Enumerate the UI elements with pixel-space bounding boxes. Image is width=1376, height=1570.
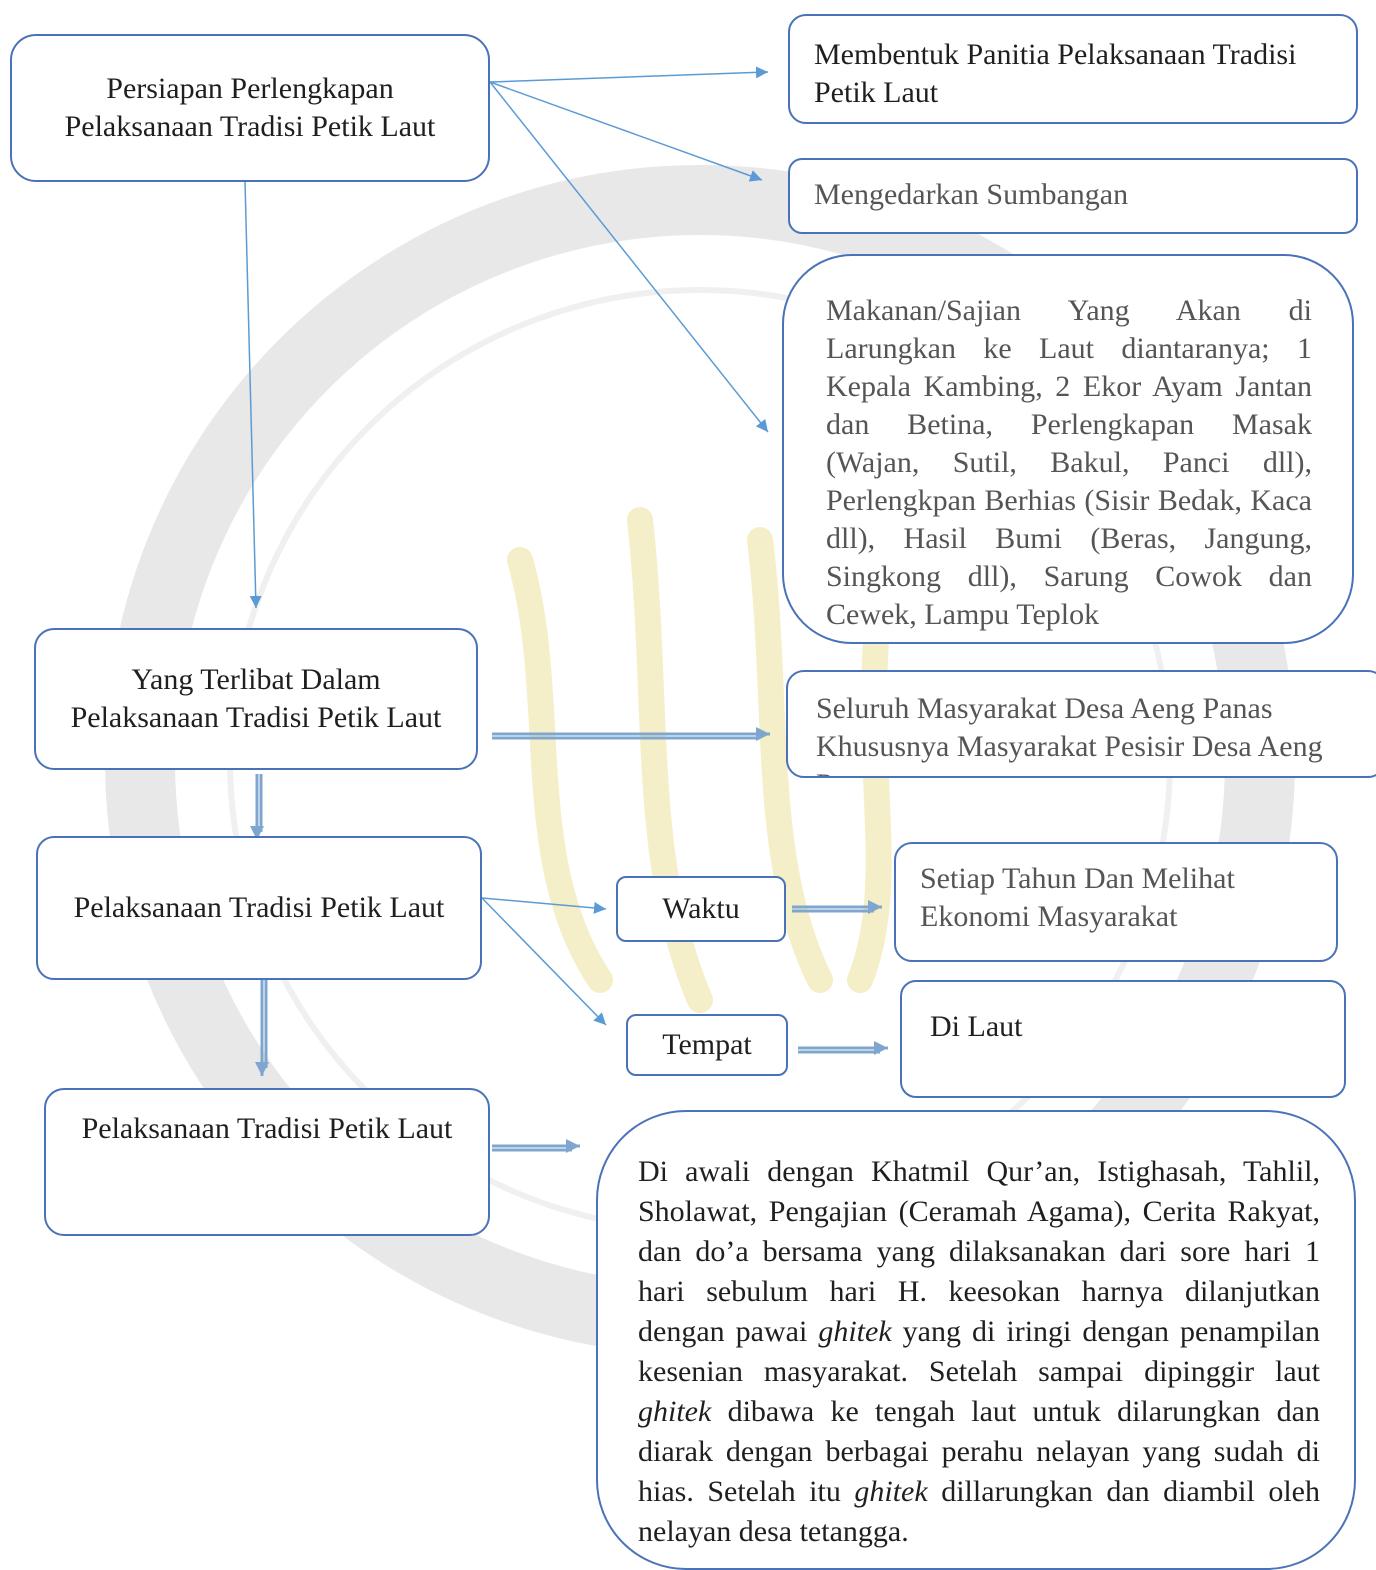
node-rangkaian-ghitek-3: ghitek bbox=[854, 1475, 928, 1508]
node-waktu-text: Waktu bbox=[662, 892, 740, 925]
node-waktu-detail: Setiap Tahun Dan Melihat Ekonomi Masyara… bbox=[894, 842, 1338, 962]
node-rangkaian-part-4: dillarungkan dan diambil oleh nelayan de… bbox=[638, 1475, 1320, 1548]
node-rangkaian-ghitek-1: ghitek bbox=[818, 1315, 892, 1348]
node-rangkaian-part-2: yang di iringi dengan penampilan kesenia… bbox=[638, 1315, 1321, 1388]
node-masyarakat: Seluruh Masyarakat Desa Aeng Panas Khusu… bbox=[786, 670, 1376, 778]
node-tempat: Tempat bbox=[626, 1014, 788, 1076]
node-pelaksanaan-2: Pelaksanaan Tradisi Petik Laut bbox=[44, 1088, 490, 1236]
node-rangkaian-part-1: Di awali dengan Khatmil Qur’an, Istighas… bbox=[638, 1155, 1320, 1348]
node-terlibat: Yang Terlibat Dalam Pelaksanaan Tradisi … bbox=[34, 628, 478, 770]
node-rangkaian-part-3: dibawa ke tengah laut untuk dilarungkan … bbox=[638, 1395, 1320, 1508]
arrow-persiapan-panitia bbox=[489, 66, 769, 83]
node-sumbangan: Mengedarkan Sumbangan bbox=[788, 158, 1358, 234]
node-persiapan: Persiapan Perlengkapan Pelaksanaan Tradi… bbox=[10, 34, 490, 182]
node-tempat-detail-text: Di Laut bbox=[930, 1010, 1023, 1043]
node-pelaksanaan-1: Pelaksanaan Tradisi Petik Laut bbox=[36, 836, 482, 980]
node-makanan-text: Makanan/Sajian Yang Akan di Larungkan ke… bbox=[826, 294, 1312, 631]
arrow-persiapan-terlibat bbox=[244, 181, 262, 609]
node-tempat-text: Tempat bbox=[662, 1028, 752, 1061]
arrow-pelaksanaan-tempat bbox=[481, 897, 607, 1026]
node-terlibat-text: Yang Terlibat Dalam Pelaksanaan Tradisi … bbox=[70, 663, 442, 734]
node-pelaksanaan-2-text: Pelaksanaan Tradisi Petik Laut bbox=[81, 1112, 453, 1145]
arrow-persiapan-makanan bbox=[489, 81, 769, 433]
node-tempat-detail: Di Laut bbox=[900, 980, 1346, 1098]
node-panitia-text: Membentuk Panitia Pelaksanaan Tradisi Pe… bbox=[814, 38, 1297, 109]
node-rangkaian: Di awali dengan Khatmil Qur’an, Istighas… bbox=[596, 1110, 1356, 1570]
node-masyarakat-text: Seluruh Masyarakat Desa Aeng Panas Khusu… bbox=[816, 692, 1323, 776]
node-waktu-detail-text: Setiap Tahun Dan Melihat Ekonomi Masyara… bbox=[920, 862, 1235, 933]
arrow-pelaksanaan-waktu bbox=[481, 897, 607, 914]
node-pelaksanaan-1-text: Pelaksanaan Tradisi Petik Laut bbox=[73, 891, 445, 924]
node-waktu: Waktu bbox=[616, 876, 786, 942]
node-rangkaian-ghitek-2: ghitek bbox=[638, 1395, 712, 1428]
node-makanan: Makanan/Sajian Yang Akan di Larungkan ke… bbox=[782, 254, 1354, 644]
node-persiapan-text: Persiapan Perlengkapan Pelaksanaan Tradi… bbox=[64, 72, 436, 143]
node-sumbangan-text: Mengedarkan Sumbangan bbox=[814, 178, 1129, 211]
node-panitia: Membentuk Panitia Pelaksanaan Tradisi Pe… bbox=[788, 14, 1358, 124]
arrow-persiapan-sumbangan bbox=[489, 81, 763, 182]
